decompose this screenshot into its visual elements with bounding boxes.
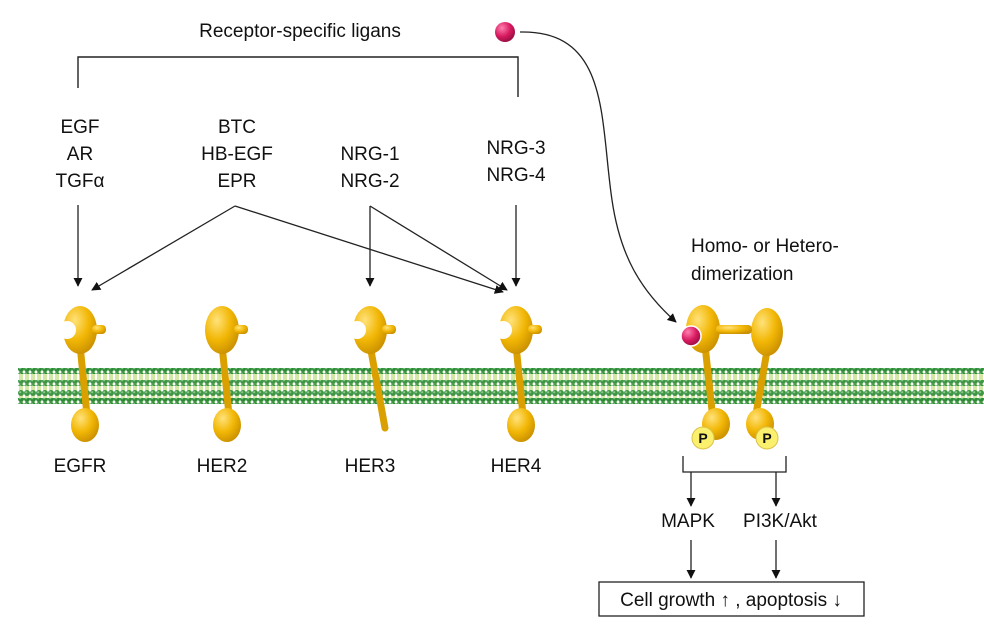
her2-label: HER2 xyxy=(197,456,248,477)
signaling-bracket xyxy=(682,456,787,473)
receptor-her4: HER4 xyxy=(491,306,542,477)
egfr-binding-pocket xyxy=(58,321,76,339)
receptor-her3: HER3 xyxy=(345,306,396,477)
arrow-btc-to-egfr xyxy=(91,205,236,291)
ligand-btc: BTC xyxy=(218,117,256,138)
her2-extracellular-domain xyxy=(205,306,239,354)
ligand-hb-egf: HB-EGF xyxy=(201,144,273,165)
ligand-ar: AR xyxy=(67,144,93,165)
ligand-arrows xyxy=(73,205,521,294)
phospho-right-label: P xyxy=(762,430,771,446)
her3-extracellular-domain xyxy=(353,306,387,354)
cell-membrane xyxy=(18,368,984,404)
her4-label: HER4 xyxy=(491,456,542,477)
dimer-bridge xyxy=(716,325,752,334)
bound-ligand xyxy=(680,325,702,347)
arrow-btc-to-her4 xyxy=(234,205,504,294)
ligand-egf: EGF xyxy=(60,117,99,138)
ligand-nrg-2: NRG-2 xyxy=(340,171,399,192)
phospho-right xyxy=(755,426,779,450)
her2-kinase-domain xyxy=(213,408,241,442)
dimer-receptor-right xyxy=(751,308,783,356)
receptor-row: EGFR HER2 HER3 HER4 xyxy=(54,306,542,477)
receptor-egfr: EGFR xyxy=(54,306,107,477)
her3-binding-pocket xyxy=(348,321,366,339)
phospho-left xyxy=(691,426,715,450)
dimerization-label-line2: dimerization xyxy=(691,264,793,285)
ligand-nrg-3: NRG-3 xyxy=(486,138,545,159)
egfr-extracellular-domain xyxy=(63,306,97,354)
egfr-dimerization-arm xyxy=(92,325,106,334)
ligand-epr: EPR xyxy=(217,171,256,192)
free-ligand xyxy=(495,22,515,42)
egfr-label: EGFR xyxy=(54,456,107,477)
egfr-kinase-domain xyxy=(71,408,99,442)
ligand-group-bracket xyxy=(77,56,519,97)
her4-binding-pocket xyxy=(494,321,512,339)
arrow-nrg-to-her4 xyxy=(369,205,508,291)
receptor-dimer: P P xyxy=(680,305,783,450)
her4-dimerization-arm xyxy=(528,325,542,334)
pathway-mapk: MAPK xyxy=(661,511,715,532)
outcome-box xyxy=(598,581,865,617)
ligand-tgfa: TGFα xyxy=(56,171,105,192)
her4-extracellular-domain xyxy=(499,306,533,354)
her3-label: HER3 xyxy=(345,456,396,477)
her3-dimerization-arm xyxy=(382,325,396,334)
dimerization-label-line1: Homo- or Hetero- xyxy=(691,236,839,257)
ligands-title: Receptor-specific ligans xyxy=(199,21,401,42)
outcome-text: Cell growth ↑ , apoptosis ↓ xyxy=(620,590,842,611)
ligand-nrg-4: NRG-4 xyxy=(486,165,546,186)
pathway-pi3k-akt: PI3K/Akt xyxy=(743,511,818,532)
her4-kinase-domain xyxy=(507,408,535,442)
phospho-left-label: P xyxy=(698,430,707,446)
ligand-nrg-1: NRG-1 xyxy=(340,144,399,165)
ligand-binding-arrow xyxy=(519,31,677,323)
her2-dimerization-arm xyxy=(234,325,248,334)
receptor-her2: HER2 xyxy=(197,306,248,477)
